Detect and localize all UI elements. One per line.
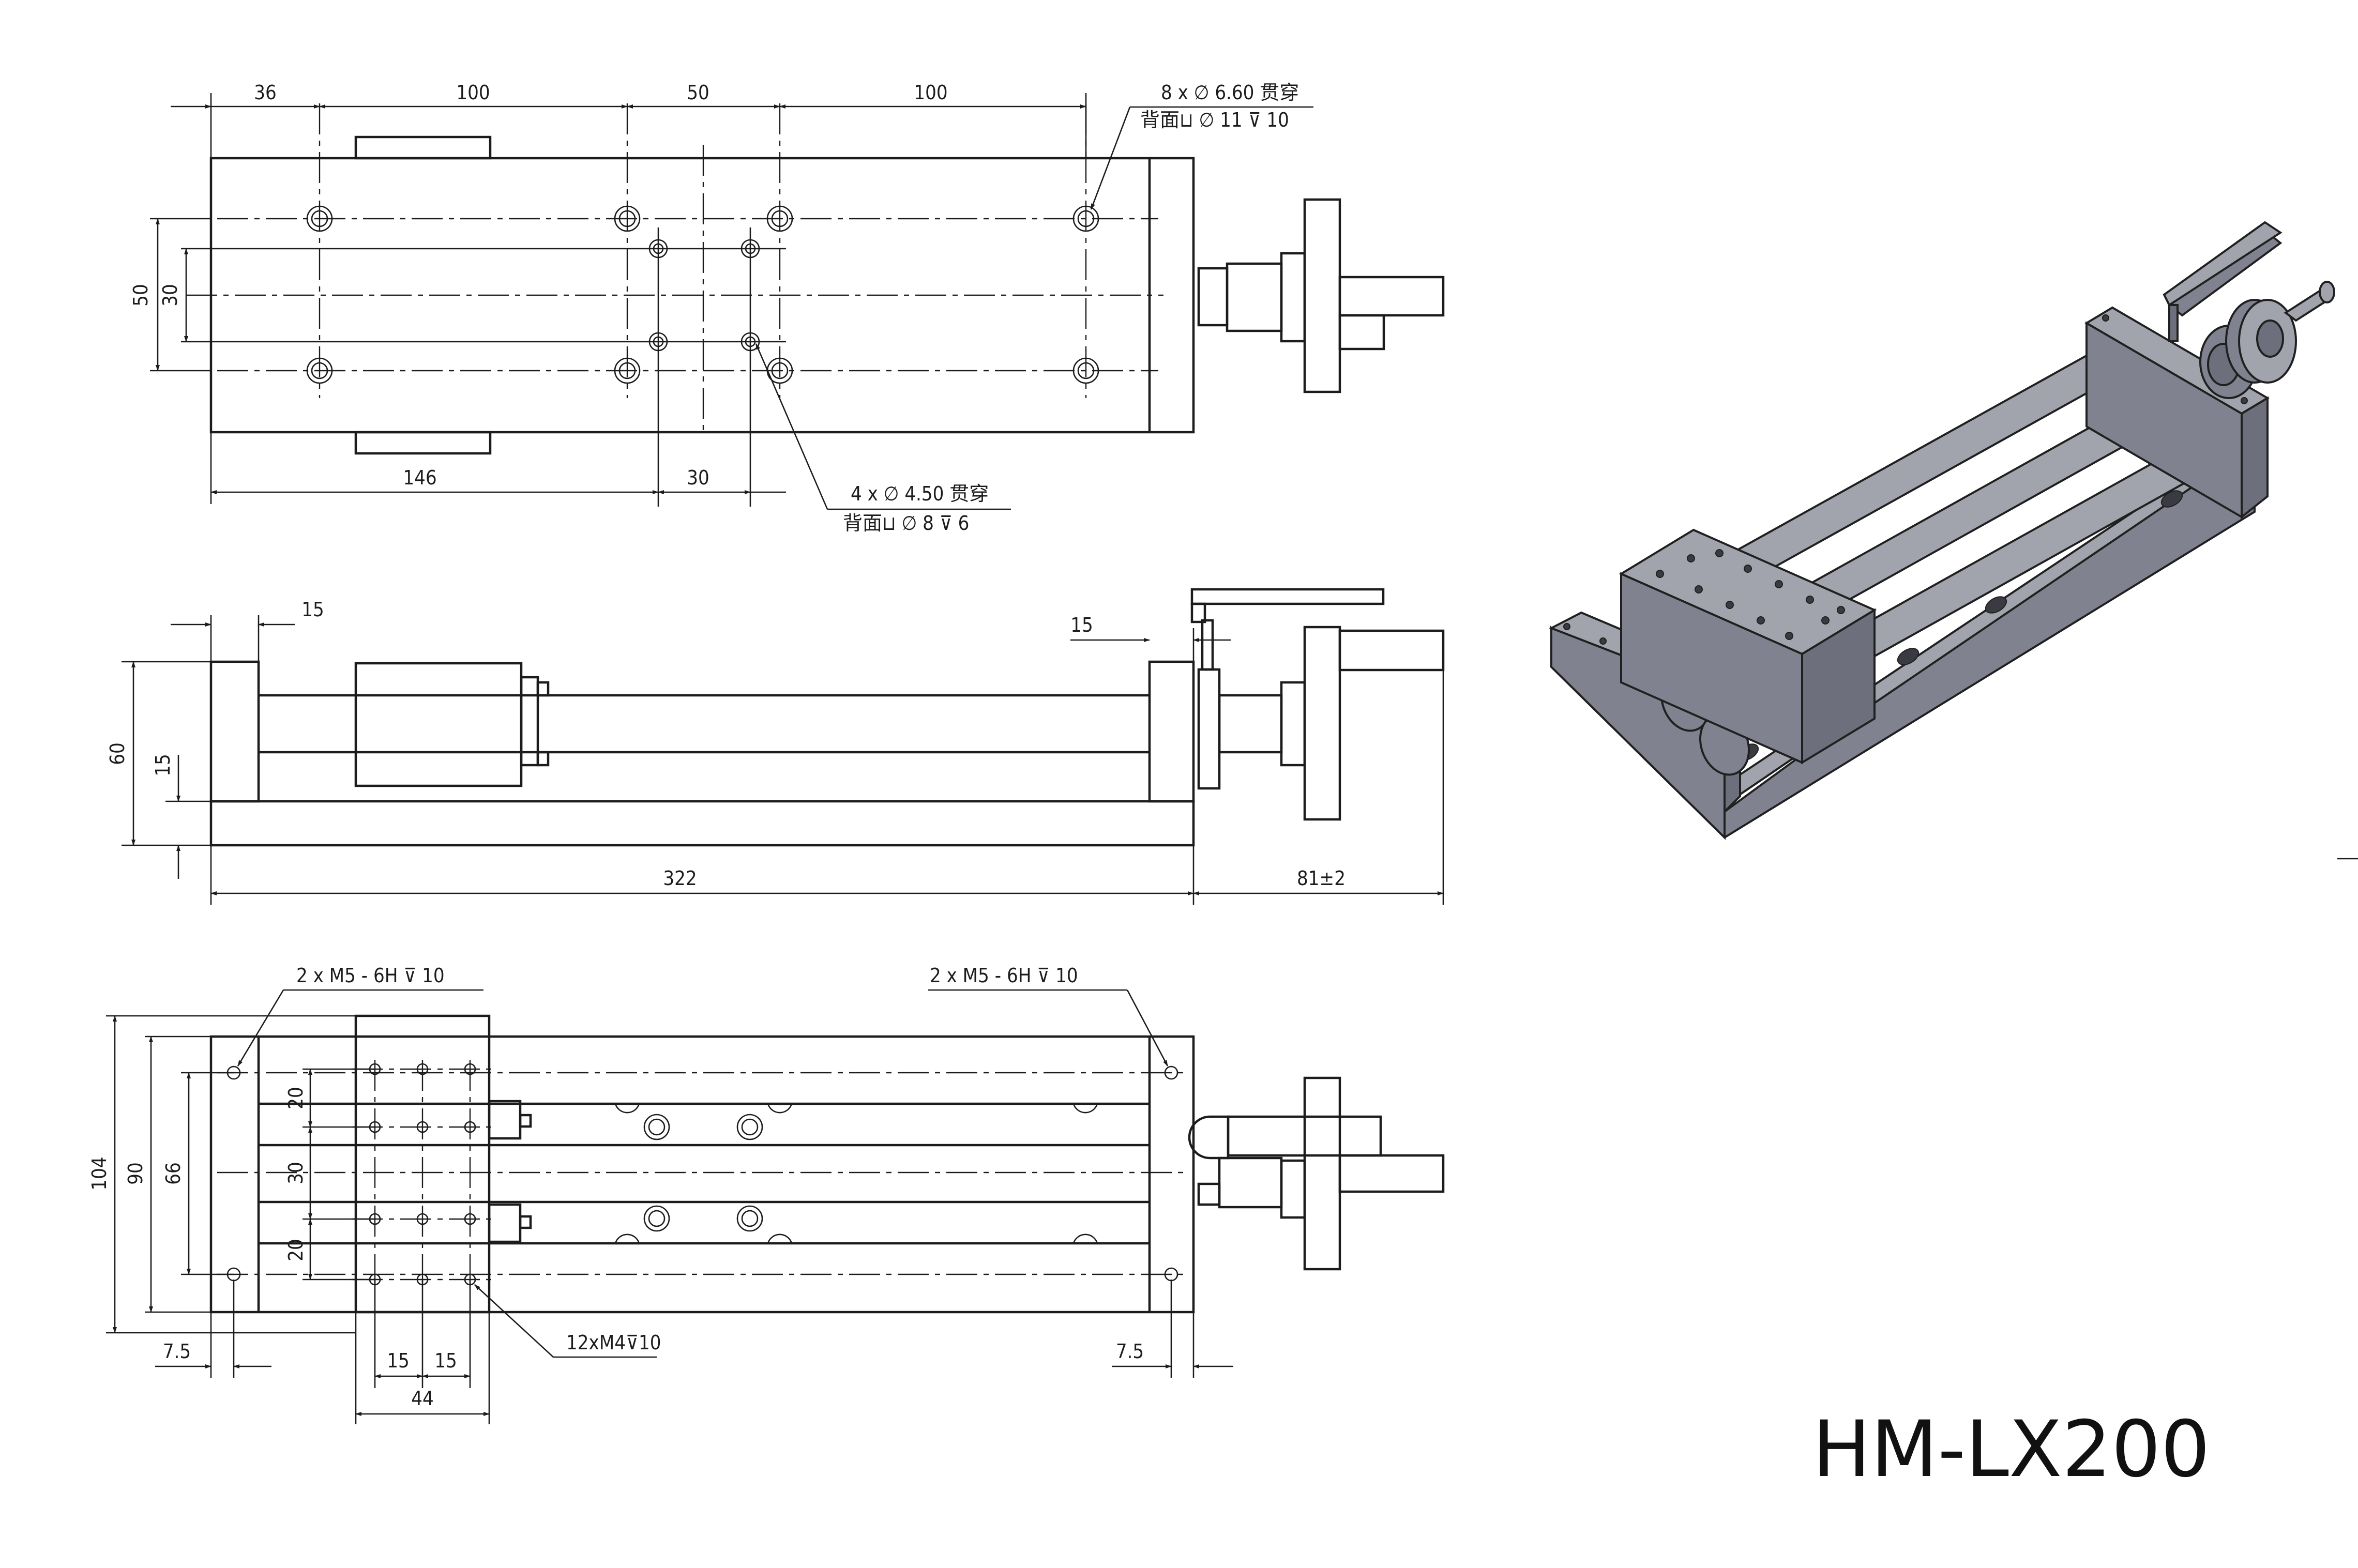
side-view: 15 15 60 15 322 81±2 xyxy=(106,588,1445,905)
dim-20-top: 20 xyxy=(284,1087,307,1109)
dim-15-right: 15 xyxy=(1070,614,1093,636)
small-holes xyxy=(648,239,760,352)
dim-81: 81±2 xyxy=(1297,867,1346,890)
left-end-block xyxy=(209,660,260,803)
dim-104: 104 xyxy=(88,1156,111,1190)
note-large-holes-line2: 背面⊔ ∅ 11 ⊽ 10 xyxy=(1140,109,1289,131)
bottom-tab xyxy=(354,431,492,455)
bottom-view: 104 90 66 20 30 20 7.5 7.5 15 xyxy=(88,964,1445,1424)
dim-90: 90 xyxy=(124,1162,147,1185)
bottom-base-outline xyxy=(209,1035,1195,1314)
dim-20-bottom: 20 xyxy=(284,1239,307,1261)
lock-lever xyxy=(1190,588,1385,605)
iso-carriage xyxy=(1619,528,1877,765)
top-tab xyxy=(354,135,492,160)
handwheel-top xyxy=(1303,198,1341,393)
dim-44: 44 xyxy=(411,1387,434,1410)
note-small-holes-line2: 背面⊔ ∅ 8 ⊽ 6 xyxy=(843,512,969,535)
dim-7-5-left: 7.5 xyxy=(163,1340,191,1363)
dim-15-vertical: 15 xyxy=(152,754,174,777)
dim-66: 66 xyxy=(162,1162,185,1185)
dim-146: 146 xyxy=(403,466,436,489)
dim-60: 60 xyxy=(106,742,129,765)
side-base xyxy=(209,800,1195,847)
dim-100-b: 100 xyxy=(914,81,947,104)
isometric-view xyxy=(1549,221,2358,860)
dim-15-a: 15 xyxy=(387,1349,410,1372)
dim-15-b: 15 xyxy=(434,1349,457,1372)
dim-36: 36 xyxy=(254,81,277,104)
note-large-holes-line1: 8 x ∅ 6.60 贯穿 xyxy=(1161,81,1299,104)
carriage-threaded-holes xyxy=(352,1060,496,1287)
dim-322: 322 xyxy=(663,867,697,890)
note-m5-left: 2 x M5 - 6H ⊽ 10 xyxy=(296,964,445,987)
mounting-holes xyxy=(306,205,1099,384)
note-small-holes-line1: 4 x ∅ 4.50 贯穿 xyxy=(851,482,989,505)
side-carriage xyxy=(354,662,523,787)
model-title: HM-LX200 xyxy=(1812,1405,2210,1495)
handwheel-bottom xyxy=(1303,1076,1341,1271)
dim-7-5-right: 7.5 xyxy=(1116,1340,1144,1363)
handwheel-side xyxy=(1303,626,1341,821)
dim-100-a: 100 xyxy=(456,81,490,104)
note-m5-right: 2 x M5 - 6H ⊽ 10 xyxy=(930,964,1078,987)
iso-handwheel xyxy=(2163,221,2335,399)
dim-15-left: 15 xyxy=(301,598,324,621)
dim-30-vertical: 30 xyxy=(159,284,182,307)
right-end-block xyxy=(1148,660,1195,803)
top-view: 36 100 50 100 50 30 146 30 8 x ∅ 6.60 贯穿… xyxy=(129,81,1445,535)
note-m4-holes: 12xM4⊽10 xyxy=(566,1331,661,1354)
dim-50-vertical: 50 xyxy=(129,284,152,307)
dim-30-mid: 30 xyxy=(284,1162,307,1184)
dim-30-bottom: 30 xyxy=(687,466,709,489)
dim-50: 50 xyxy=(687,81,709,104)
